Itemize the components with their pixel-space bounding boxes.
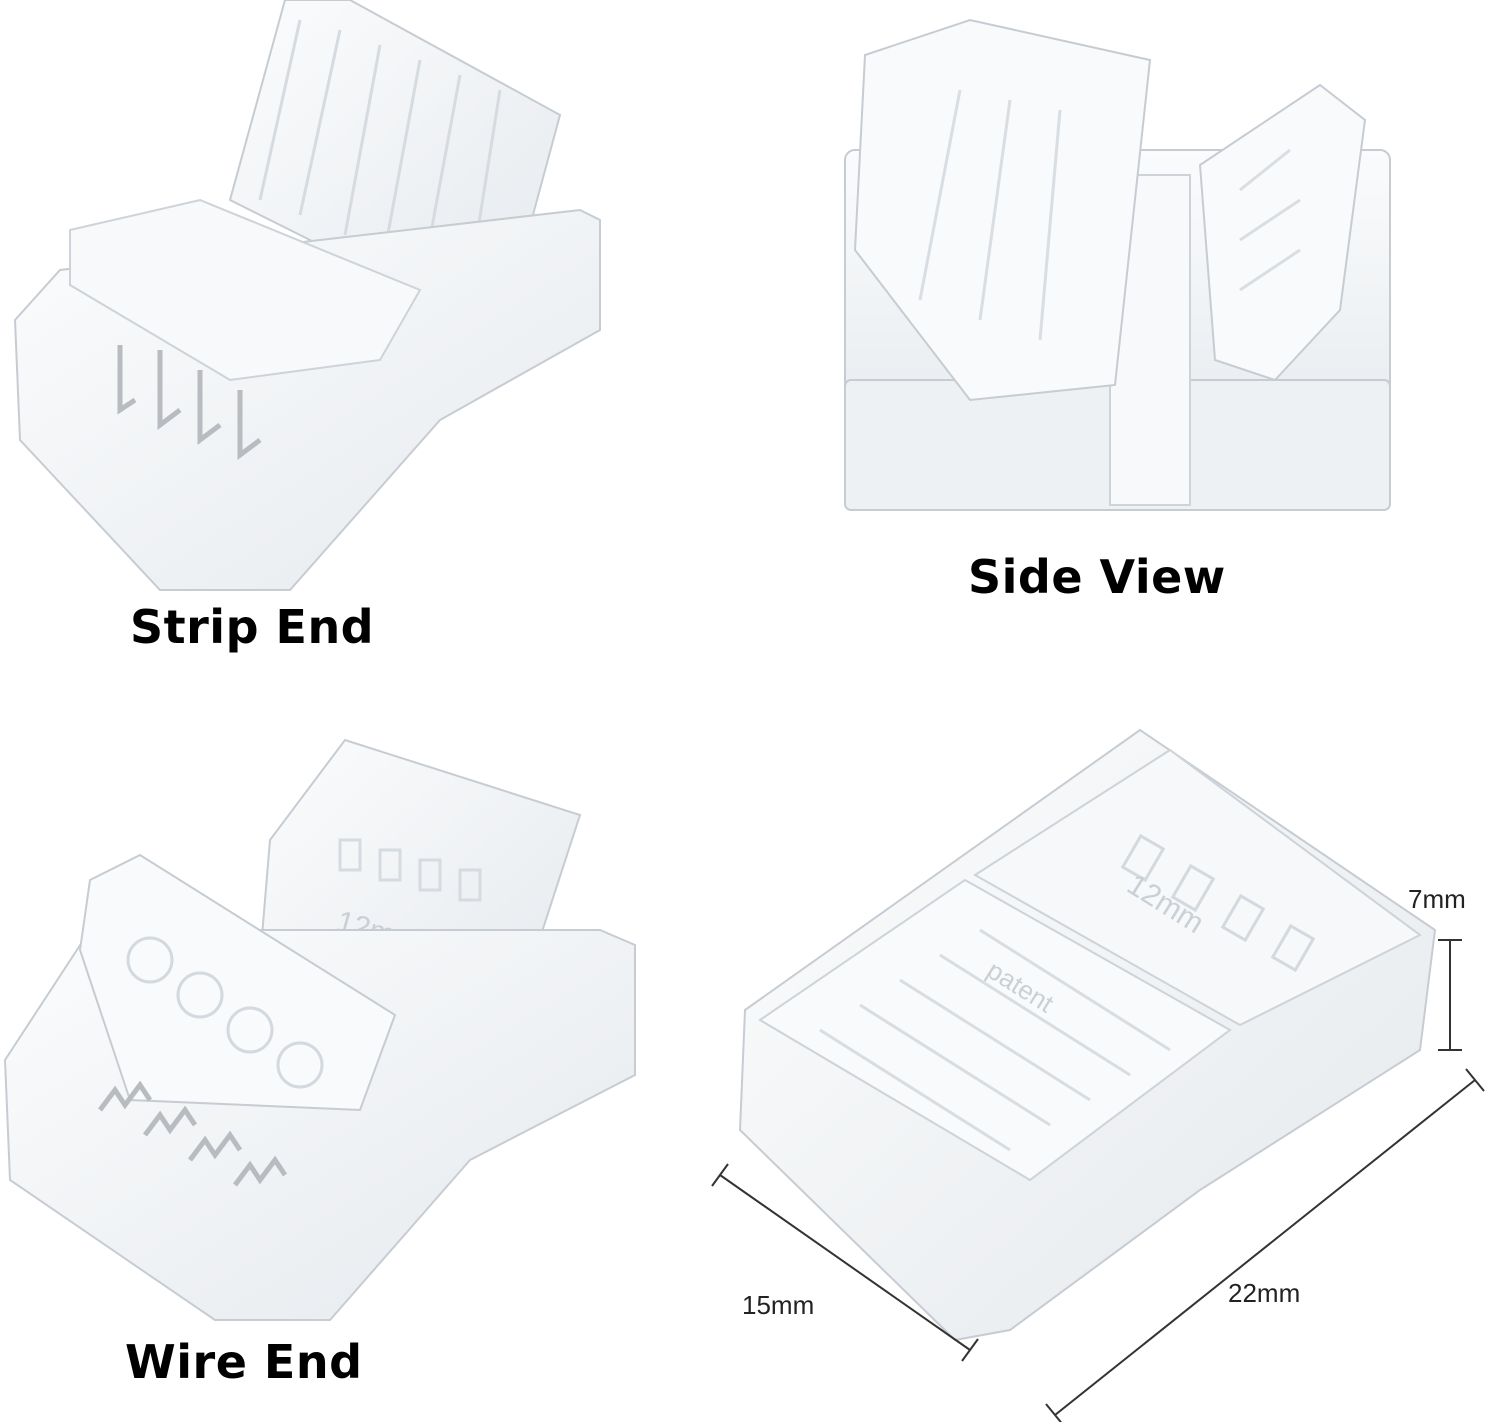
width-dimension-label: 15mm bbox=[742, 1290, 815, 1320]
height-dimension-label: 7mm bbox=[1408, 884, 1466, 914]
side-view-connector-image bbox=[820, 0, 1400, 520]
closed-connector-illustration: 12mm patent bbox=[711, 728, 1485, 1422]
wire-end-connector-illustration: 12mm bbox=[3, 738, 636, 1321]
wire-end-connector-image: 12mm bbox=[0, 730, 700, 1330]
length-dimension-line bbox=[1054, 1079, 1476, 1416]
side-view-connector-illustration bbox=[844, 18, 1391, 511]
strip-end-caption: Strip End bbox=[130, 600, 375, 654]
length-dimension-label: 22mm bbox=[1228, 1278, 1301, 1308]
wire-end-caption: Wire End bbox=[125, 1335, 363, 1389]
side-view-caption: Side View bbox=[968, 550, 1226, 604]
closed-connector-dimension-diagram: 12mm patent bbox=[700, 720, 1500, 1422]
strip-end-connector-image bbox=[0, 0, 700, 600]
width-dimension-line bbox=[719, 1174, 971, 1351]
strip-end-connector-illustration bbox=[13, 0, 601, 591]
